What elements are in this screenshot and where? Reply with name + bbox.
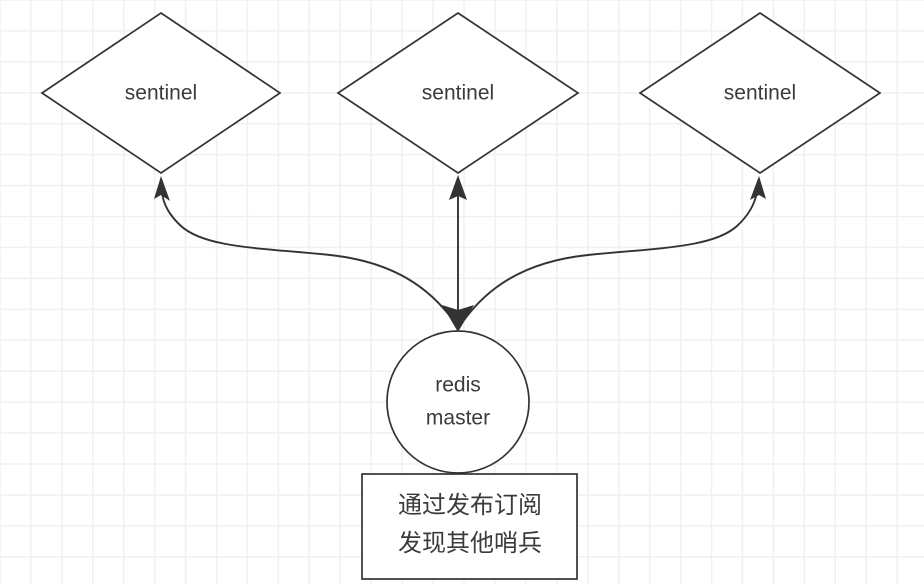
sentinel-right-diamond	[638, 11, 882, 175]
edges-layer	[154, 175, 766, 332]
sentinel-center-diamond	[336, 11, 580, 175]
arrow-head-to-sentinel-left	[154, 176, 170, 201]
note-box-label-line1: 通过发布订阅	[398, 491, 542, 519]
redis-master-circle	[386, 330, 530, 474]
arrow-head-to-sentinel-center	[449, 175, 467, 200]
sentinel-left-diamond	[40, 11, 282, 175]
edge-sentinels-to-master[interactable]	[442, 305, 474, 332]
node-sentinel-center[interactable]: sentinel	[336, 11, 580, 175]
edge-left-curve-path	[161, 191, 454, 321]
node-redis-master[interactable]: redis master	[386, 330, 530, 474]
node-note-box[interactable]: 通过发布订阅 发现其他哨兵	[361, 473, 578, 580]
edge-master-to-sentinel-right[interactable]	[463, 176, 766, 321]
note-box-label-line2: 发现其他哨兵	[398, 529, 542, 557]
edge-master-to-sentinel-left[interactable]	[154, 176, 454, 321]
nodes-layer: sentinel sentinel sentinel redis master	[40, 11, 882, 580]
sentinel-center-label: sentinel	[422, 82, 494, 105]
edge-master-to-sentinel-center[interactable]	[449, 175, 467, 318]
edge-right-curve-path	[463, 191, 758, 321]
arrow-head-to-redis-master	[442, 305, 474, 332]
redis-master-label-line2: master	[426, 407, 490, 430]
node-sentinel-right[interactable]: sentinel	[638, 11, 882, 175]
sentinel-right-label: sentinel	[724, 82, 796, 105]
node-sentinel-left[interactable]: sentinel	[40, 11, 282, 175]
note-box-rect	[361, 473, 578, 580]
arrow-head-to-sentinel-right	[750, 176, 766, 200]
redis-master-label-line1: redis	[435, 374, 481, 397]
sentinel-left-label: sentinel	[125, 82, 197, 105]
